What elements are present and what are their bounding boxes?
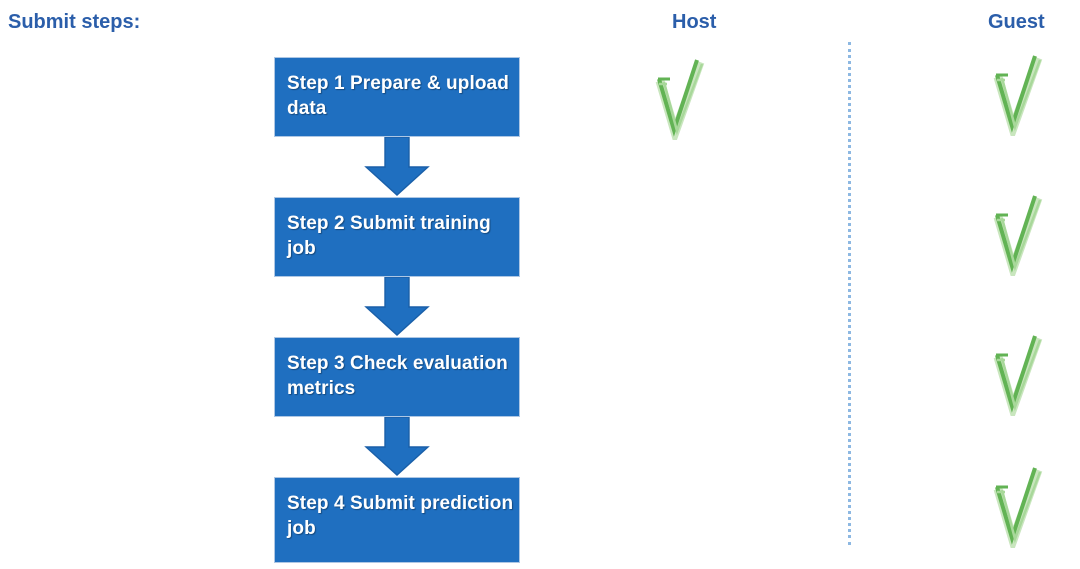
check-mark-icon-guest-step-4: [988, 462, 1052, 548]
check-mark-icon-guest-step-2: [988, 190, 1052, 276]
check-mark-icon-guest-step-1: [988, 50, 1052, 136]
dotted-divider-icon: [848, 42, 851, 545]
page-title: Submit steps:: [8, 11, 141, 33]
column-header-host: Host: [672, 11, 717, 33]
flow-step-label-1: Step 1 Prepare & upload data: [287, 73, 509, 119]
submit-steps-flowchart: Step 1 Prepare & upload data Step 2 Subm…: [274, 57, 520, 563]
flow-step-box-3[interactable]: Step 3 Check evaluation metrics: [274, 337, 520, 417]
column-header-guest: Guest: [988, 11, 1045, 33]
flow-connector-3-4: [274, 417, 520, 477]
check-mark-icon-guest-step-3: [988, 330, 1052, 416]
flow-step-label-4: Step 4 Submit prediction job: [287, 493, 514, 539]
flow-step-label-2: Step 2 Submit training job: [287, 213, 491, 259]
flow-step-box-1[interactable]: Step 1 Prepare & upload data: [274, 57, 520, 137]
check-mark-icon-host-step-1: [650, 54, 714, 140]
flow-step-box-4[interactable]: Step 4 Submit prediction job: [274, 477, 520, 563]
flow-step-box-2[interactable]: Step 2 Submit training job: [274, 197, 520, 277]
flow-connector-2-3: [274, 277, 520, 337]
flow-step-label-3: Step 3 Check evaluation metrics: [287, 353, 508, 399]
flow-connector-1-2: [274, 137, 520, 197]
